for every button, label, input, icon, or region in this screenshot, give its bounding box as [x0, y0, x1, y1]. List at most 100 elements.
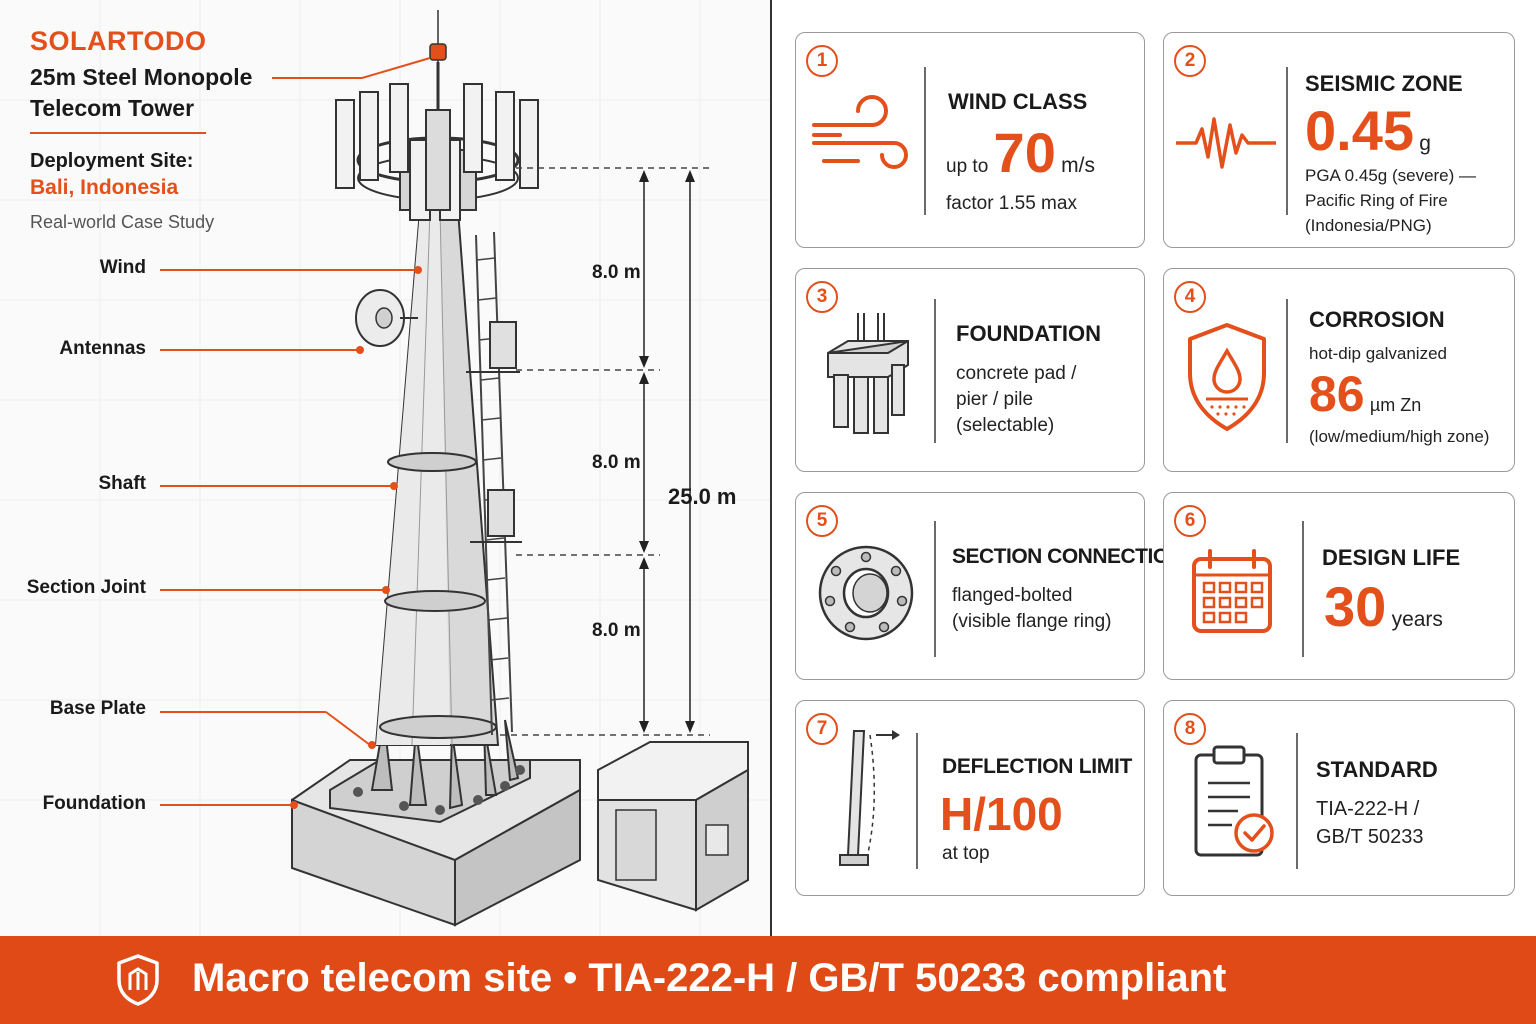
card-title: SECTION CONNECTION — [952, 545, 1184, 568]
note-line: GB/T 50233 — [1316, 826, 1424, 848]
card-number: 1 — [806, 45, 838, 77]
card-separator — [1302, 521, 1304, 657]
note-line: (Indonesia/PNG) — [1305, 216, 1432, 235]
card-title: CORROSION — [1309, 307, 1445, 332]
card-note: (low/medium/high zone) — [1309, 427, 1490, 446]
value-prefix: up to — [946, 156, 989, 177]
deflected-pole-icon — [839, 730, 900, 866]
card-separator — [934, 521, 936, 657]
card-note: TIA-222-H / GB/T 50233 — [1316, 795, 1423, 851]
card-number: 7 — [806, 713, 838, 745]
brand-name: SOLARTODO — [30, 26, 207, 56]
note-line: (visible flange ring) — [952, 611, 1112, 632]
card-wind-class: 1 WIND CLASS up to 70 m/s factor 1.55 ma… — [795, 32, 1145, 248]
card-title: DEFLECTION LIMIT — [942, 755, 1133, 778]
zinc-thickness-unit: µm Zn — [1369, 395, 1422, 415]
wind-speed-value: 70 — [993, 121, 1056, 184]
seismic-wave-icon — [1176, 117, 1276, 169]
tower-illustration-panel: SOLARTODO 25m Steel Monopole Telecom Tow… — [0, 0, 770, 936]
tower-shaft — [374, 209, 500, 746]
title-line-1: 25m Steel Monopole — [30, 64, 253, 90]
antenna-platform — [335, 10, 539, 221]
wind-speed-unit: m/s — [1061, 154, 1095, 177]
tower-drawing — [0, 0, 770, 936]
label-section-joint: Section Joint — [26, 577, 146, 598]
page-title: 25m Steel Monopole Telecom Tower — [30, 62, 252, 124]
card-title: STANDARD — [1316, 757, 1438, 782]
card-value-row: 86 µm Zn — [1309, 369, 1421, 419]
card-number: 8 — [1174, 713, 1206, 745]
deployment-site-value: Bali, Indonesia — [30, 176, 179, 199]
note-line: flanged-bolted — [952, 585, 1073, 606]
shield-droplet-icon — [1188, 323, 1266, 431]
card-number: 2 — [1174, 45, 1206, 77]
dim-section-3: 8.0 m — [592, 620, 641, 641]
shield-logo-icon — [117, 954, 159, 1006]
card-seismic-zone: 2 SEISMIC ZONE 0.45 g PGA 0.45g (severe)… — [1163, 32, 1515, 248]
card-value-row: up to 70 m/s — [946, 125, 1095, 181]
equipment-shelter — [597, 741, 749, 912]
note-line: TIA-222-H / — [1316, 798, 1420, 820]
label-foundation: Foundation — [42, 793, 146, 814]
card-deflection-limit: 7 DEFLECTION LIMIT H/100 at top — [795, 700, 1145, 896]
card-prefix: hot-dip galvanized — [1309, 344, 1447, 363]
card-foundation: 3 FOUNDATION concrete pad / pier / pile … — [795, 268, 1145, 472]
dim-section-1: 8.0 m — [592, 262, 641, 283]
note-line: pier / pile — [956, 389, 1034, 410]
label-shaft: Shaft — [98, 473, 147, 494]
card-separator — [934, 299, 936, 443]
card-corrosion: 4 CORROSION hot-dip galvanized 86 µm Zn … — [1163, 268, 1515, 472]
footer-banner: Macro telecom site • TIA-222-H / GB/T 50… — [0, 936, 1536, 1024]
seismic-unit: g — [1419, 132, 1431, 155]
deployment-site-label: Deployment Site: — [30, 150, 194, 172]
zinc-thickness-value: 86 — [1309, 366, 1365, 422]
card-separator — [924, 67, 926, 215]
design-life-unit: years — [1391, 608, 1443, 631]
foundation-block — [291, 719, 581, 927]
panel-divider — [770, 0, 772, 936]
card-note: at top — [942, 843, 990, 864]
card-title: DESIGN LIFE — [1322, 545, 1461, 570]
title-line-2: Telecom Tower — [30, 95, 195, 121]
dim-total-height: 25.0 m — [668, 484, 737, 509]
note-line: (selectable) — [956, 415, 1055, 436]
card-separator — [1286, 67, 1288, 215]
card-separator — [1296, 733, 1298, 869]
label-base-plate: Base Plate — [49, 698, 146, 719]
card-value-row: 30 years — [1324, 579, 1443, 635]
label-antennas: Antennas — [59, 338, 146, 359]
flange-ring-icon — [818, 545, 914, 641]
card-section-connection: 5 SECTION CONNECTION flanged-bolted (vis… — [795, 492, 1184, 680]
card-title: SEISMIC ZONE — [1305, 71, 1463, 96]
card-design-life: 6 DESIGN LIFE 30 years — [1163, 492, 1515, 680]
card-note: PGA 0.45g (severe) — Pacific Ring of Fir… — [1305, 163, 1476, 238]
clipboard-check-icon — [1194, 745, 1274, 857]
card-separator — [916, 733, 918, 869]
design-life-value: 30 — [1324, 575, 1387, 638]
note-line: PGA 0.45g (severe) — — [1305, 166, 1477, 185]
card-value-row: H/100 — [940, 791, 1063, 838]
seismic-value: 0.45 — [1305, 99, 1414, 162]
footer-text: Macro telecom site • TIA-222-H / GB/T 50… — [192, 956, 1227, 1000]
dim-section-2: 8.0 m — [592, 452, 641, 473]
title-underline — [30, 132, 206, 134]
wind-icon — [812, 95, 908, 169]
card-note: factor 1.55 max — [946, 193, 1077, 214]
card-number: 6 — [1174, 505, 1206, 537]
card-number: 4 — [1174, 281, 1206, 313]
tower-ladder — [475, 231, 513, 736]
aviation-beacon — [429, 43, 447, 61]
deflection-value: H/100 — [940, 788, 1063, 840]
card-separator — [1286, 299, 1288, 443]
note-line: Pacific Ring of Fire — [1305, 191, 1448, 210]
foundation-pile-icon — [827, 313, 909, 434]
label-wind: Wind — [99, 257, 146, 278]
case-study-label: Real-world Case Study — [30, 212, 215, 232]
card-value-row: 0.45 g — [1305, 103, 1431, 159]
card-number: 5 — [806, 505, 838, 537]
card-standard: 8 STANDARD TIA-222-H / GB/T 50233 — [1163, 700, 1515, 896]
card-title: WIND CLASS — [948, 89, 1088, 114]
note-line: concrete pad / — [956, 363, 1077, 384]
card-number: 3 — [806, 281, 838, 313]
calendar-icon — [1192, 549, 1272, 633]
